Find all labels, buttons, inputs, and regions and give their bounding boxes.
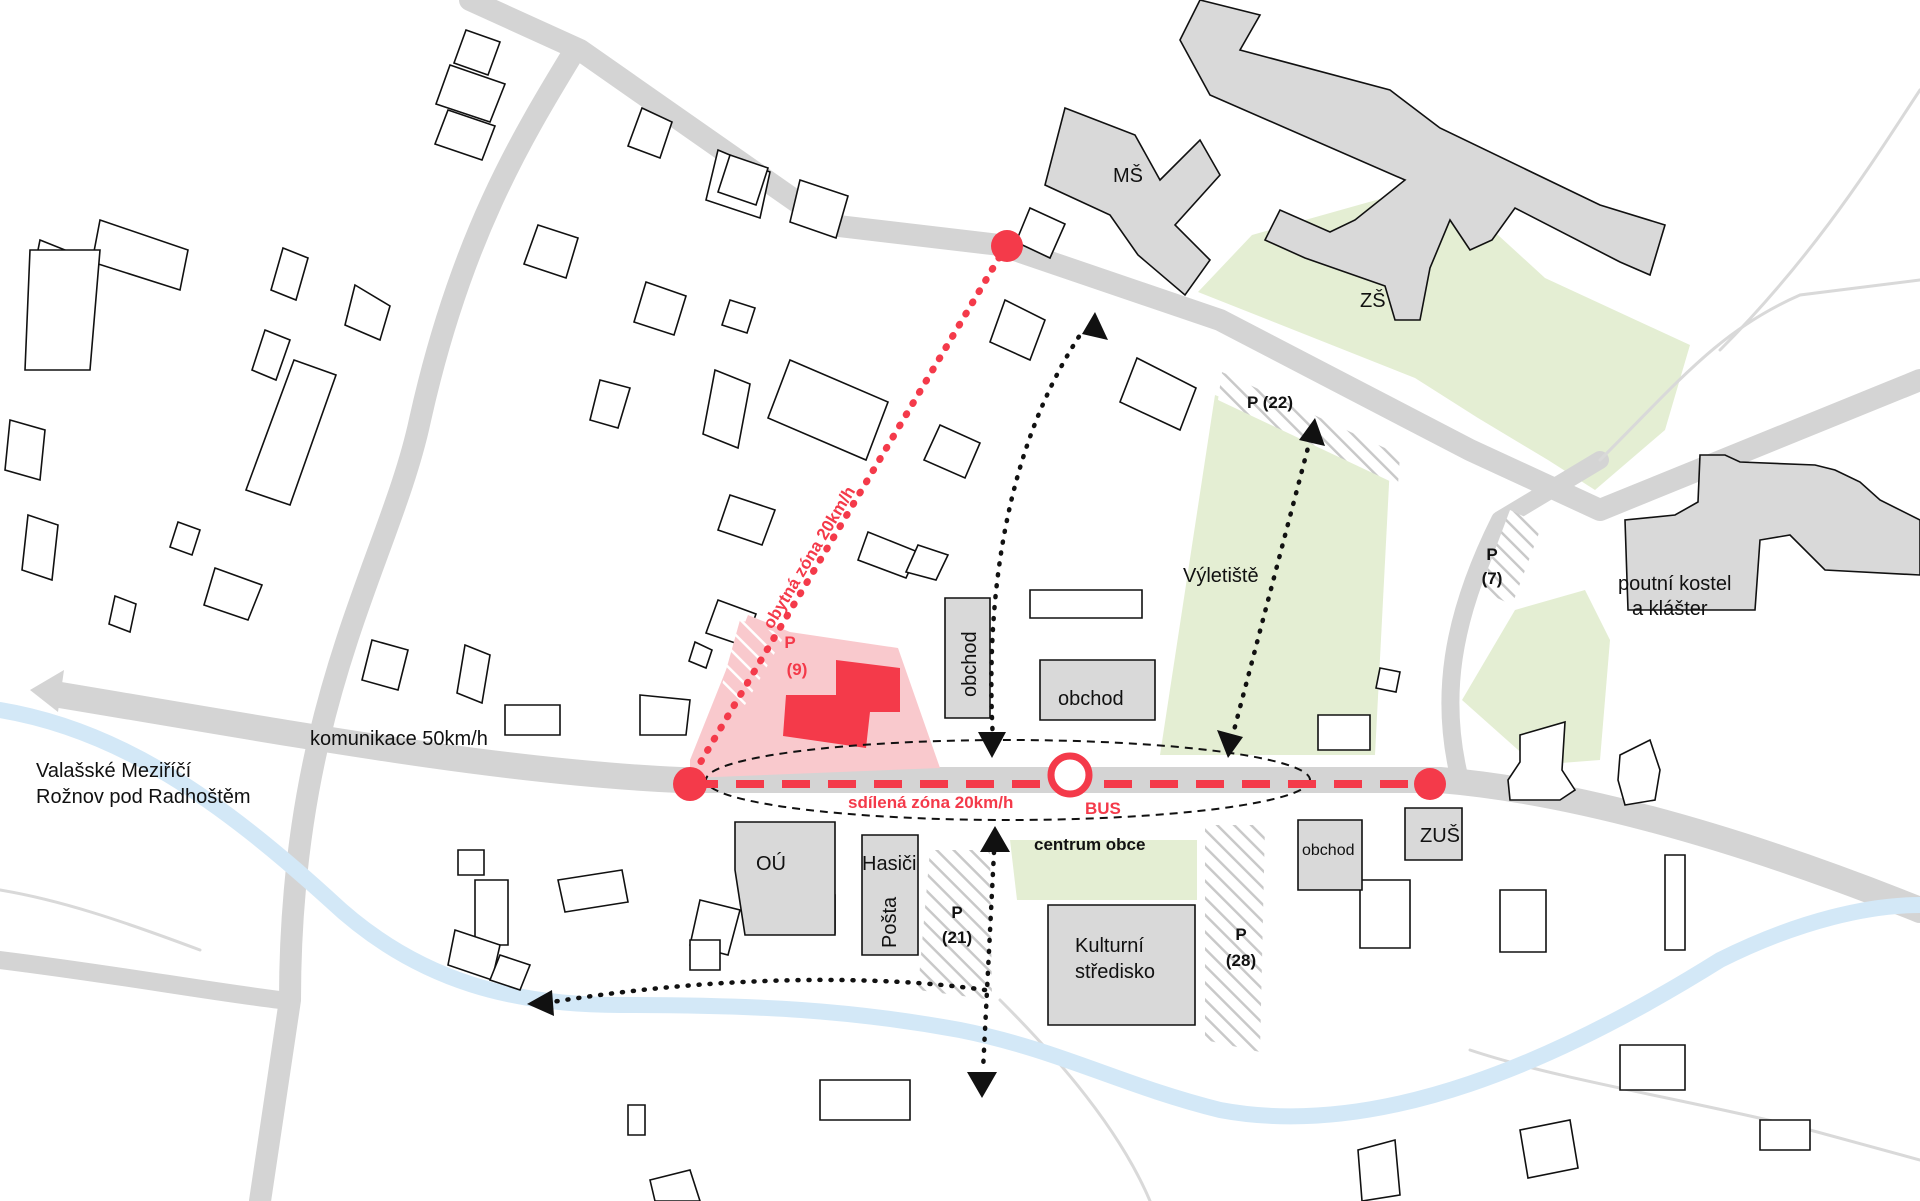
zone-endpoint-north <box>991 230 1023 262</box>
church-building <box>1624 454 1920 611</box>
culture-label-2: středisko <box>1075 961 1155 983</box>
recreation-ground-label: Výletiště <box>1183 565 1259 587</box>
parking-7-area <box>1480 510 1542 605</box>
destination-label-2: Rožnov pod Radhoštěm <box>36 786 251 808</box>
destination-label-1: Valašské Meziříčí <box>36 760 192 782</box>
church-label-2: a klášter <box>1632 598 1708 620</box>
parking-9-area <box>720 620 785 705</box>
shop-vertical-label: obchod <box>959 631 981 697</box>
parking-21-area <box>918 850 992 1000</box>
bus-stop-icon <box>1047 752 1093 798</box>
parking-label-capacity: (21) <box>942 928 972 947</box>
arrow-head-icon <box>1082 312 1108 340</box>
arrow-head-icon <box>1217 730 1243 758</box>
culture-label-1: Kulturní <box>1075 935 1144 957</box>
parking-capacity: (22) <box>1263 393 1293 412</box>
shared-zone-label: sdílená zóna 20km/h <box>848 793 1013 812</box>
arrow-head-icon <box>967 1072 997 1098</box>
parking-label-letter: P <box>1235 925 1246 944</box>
parking-label-letter: P <box>951 903 962 922</box>
arrow-head-icon <box>1299 418 1325 446</box>
parking-areas <box>918 372 1542 1052</box>
arrow-head-icon <box>980 826 1010 852</box>
shop-main-building <box>1039 659 1156 721</box>
kindergarten-label: MŠ <box>1113 164 1143 187</box>
parking-label-22: P (22) <box>1247 393 1293 412</box>
map-labels: Valašské Meziříčí Rožnov pod Radhoštěm k… <box>36 164 1731 983</box>
school-label: ZŠ <box>1360 289 1386 312</box>
firefighters-label: Hasiči <box>862 853 916 875</box>
zone-endpoint-west <box>673 767 707 801</box>
arrow-head-icon <box>978 732 1006 758</box>
parking-28-area <box>1205 825 1265 1052</box>
parking-label-letter: P <box>1486 545 1497 564</box>
main-road-label: komunikace 50km/h <box>310 728 488 750</box>
residential-zone-line <box>686 242 1010 784</box>
residential-zone-label: obytná zóna 20km/h <box>759 483 859 632</box>
school-building <box>1179 0 1666 321</box>
main-road-arrow <box>30 670 64 712</box>
culture-building <box>1047 904 1196 1026</box>
art-school-label: ZUŠ <box>1420 824 1460 847</box>
post-office-label: Pošta <box>879 896 901 948</box>
pedestrian-links <box>527 312 1325 1098</box>
village-center-label: centrum obce <box>1034 835 1145 854</box>
church-label-1: poutní kostel <box>1618 573 1731 595</box>
art-school-building <box>1404 807 1463 861</box>
new-building <box>783 660 900 748</box>
parking-label-capacity: (7) <box>1482 569 1503 588</box>
municipal-office-label: OÚ <box>756 852 786 875</box>
parking-labels: P (9) P (22) P (7) P (21) P (28) <box>784 393 1502 970</box>
shop-main-label: obchod <box>1058 688 1124 710</box>
fire-post-building <box>861 834 919 956</box>
zone-endpoint-east <box>1414 768 1446 800</box>
shop-small-building <box>1297 819 1363 891</box>
shop-small-label: obchod <box>1302 842 1355 859</box>
church-park <box>1462 590 1610 765</box>
parking-letter: P <box>1247 393 1258 412</box>
kindergarten-building <box>1044 106 1221 297</box>
residential-zone <box>690 615 940 778</box>
traffic-zones <box>673 230 1446 801</box>
parking-label-capacity: (28) <box>1226 951 1256 970</box>
recreation-ground-area <box>1160 395 1390 755</box>
municipal-office-building <box>734 821 836 936</box>
residential-buildings <box>4 28 1811 1201</box>
arrow-head-icon <box>527 990 554 1016</box>
parking-label-capacity: (9) <box>787 660 808 679</box>
public-buildings <box>734 0 1920 1026</box>
river <box>0 702 1920 1125</box>
parking-label-letter: P <box>784 633 795 652</box>
bus-label: BUS <box>1085 799 1121 818</box>
center-square-park <box>1010 840 1197 900</box>
